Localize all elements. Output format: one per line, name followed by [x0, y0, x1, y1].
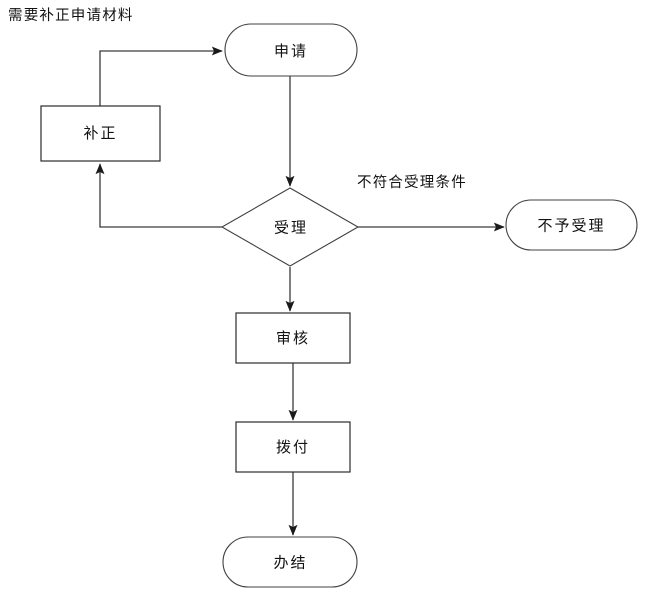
node-supplement[interactable]: 补正	[40, 105, 161, 162]
node-done[interactable]: 办结	[222, 536, 358, 588]
node-accept-label: 受理	[274, 219, 308, 237]
node-accept[interactable]: 受理	[220, 187, 360, 267]
edge-supplement-to-apply	[99, 46, 223, 106]
node-apply-shape	[224, 23, 358, 77]
node-done-shape	[222, 536, 358, 588]
edge-accept-to-supplement	[95, 163, 222, 228]
node-supplement-label: 补正	[83, 124, 117, 142]
node-reject-label: 不予受理	[537, 217, 605, 235]
node-disburse-shape	[235, 421, 351, 473]
node-supplement-shape	[40, 105, 161, 162]
node-done-label: 办结	[273, 554, 307, 572]
node-review[interactable]: 审核	[235, 312, 351, 364]
node-review-label: 审核	[276, 329, 310, 347]
node-disburse[interactable]: 拨付	[235, 421, 351, 473]
node-reject[interactable]: 不予受理	[505, 199, 638, 251]
node-apply[interactable]: 申请	[224, 23, 358, 77]
node-review-shape	[235, 312, 351, 364]
node-reject-shape	[505, 199, 638, 251]
edge-label-not-eligible: 不符合受理条件	[357, 174, 467, 191]
node-apply-label: 申请	[274, 42, 308, 60]
node-disburse-label: 拨付	[276, 438, 310, 456]
node-accept-shape	[220, 187, 360, 267]
edge-label-need-supplement: 需要补正申请材料	[8, 7, 134, 24]
